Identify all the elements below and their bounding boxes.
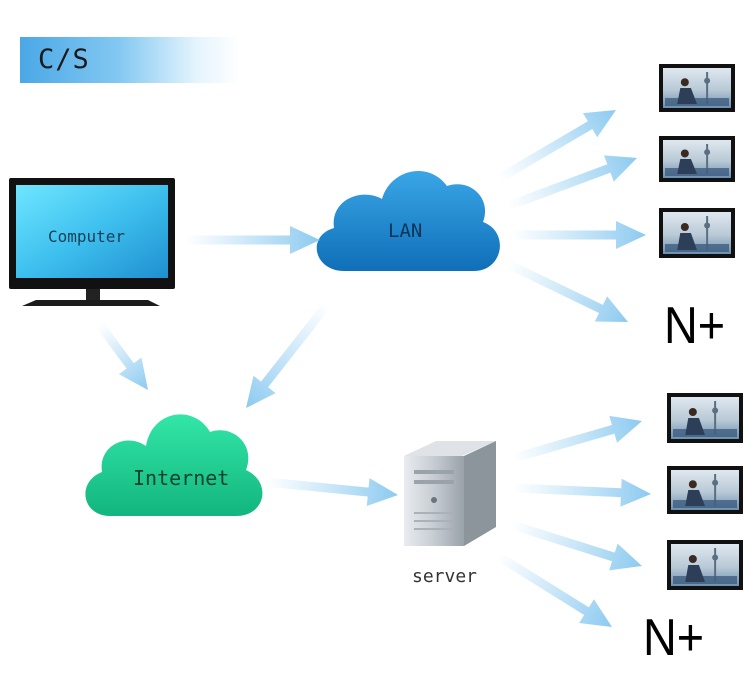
server-label: server [412,566,478,587]
arrow-computer-to-lan [185,226,320,254]
arrow-server-to-terminal-1 [512,415,642,463]
diagram-title: C/S [38,44,90,75]
connection-arrows [96,109,651,628]
lan-label: LAN [388,220,423,242]
server-icon [404,441,496,546]
computer-icon [9,178,175,306]
arrow-lan-to-terminal-1 [497,109,617,182]
arrow-internet-to-server [265,477,399,506]
arrow-server-to-terminal-2 [513,478,651,507]
diagram-title-band: C/S [20,37,240,83]
lan-cloud-icon [316,170,500,271]
arrow-lan-to-terminal-3 [511,221,646,249]
server-overflow-label: N+ [643,609,705,667]
terminal-screen-server-1 [667,393,743,443]
arrow-server-to-terminal-3 [510,520,642,571]
arrow-lan-to-internet [246,302,331,408]
terminal-screen-lan-2 [659,136,735,182]
internet-cloud-icon [85,414,263,516]
terminal-screen-lan-3 [659,208,735,258]
terminal-screen-lan-1 [659,64,735,112]
terminal-screens [659,64,743,590]
arrow-computer-to-internet [96,322,148,390]
arrow-lan-to-terminal-2 [506,155,638,211]
computer-label: Computer [48,227,126,246]
terminal-screen-server-3 [667,540,743,590]
internet-label: Internet [133,466,230,490]
lan-overflow-label: N+ [664,297,726,355]
arrow-server-to-overflow [495,552,613,628]
terminal-screen-server-2 [667,466,743,514]
arrow-lan-to-overflow [506,259,629,323]
